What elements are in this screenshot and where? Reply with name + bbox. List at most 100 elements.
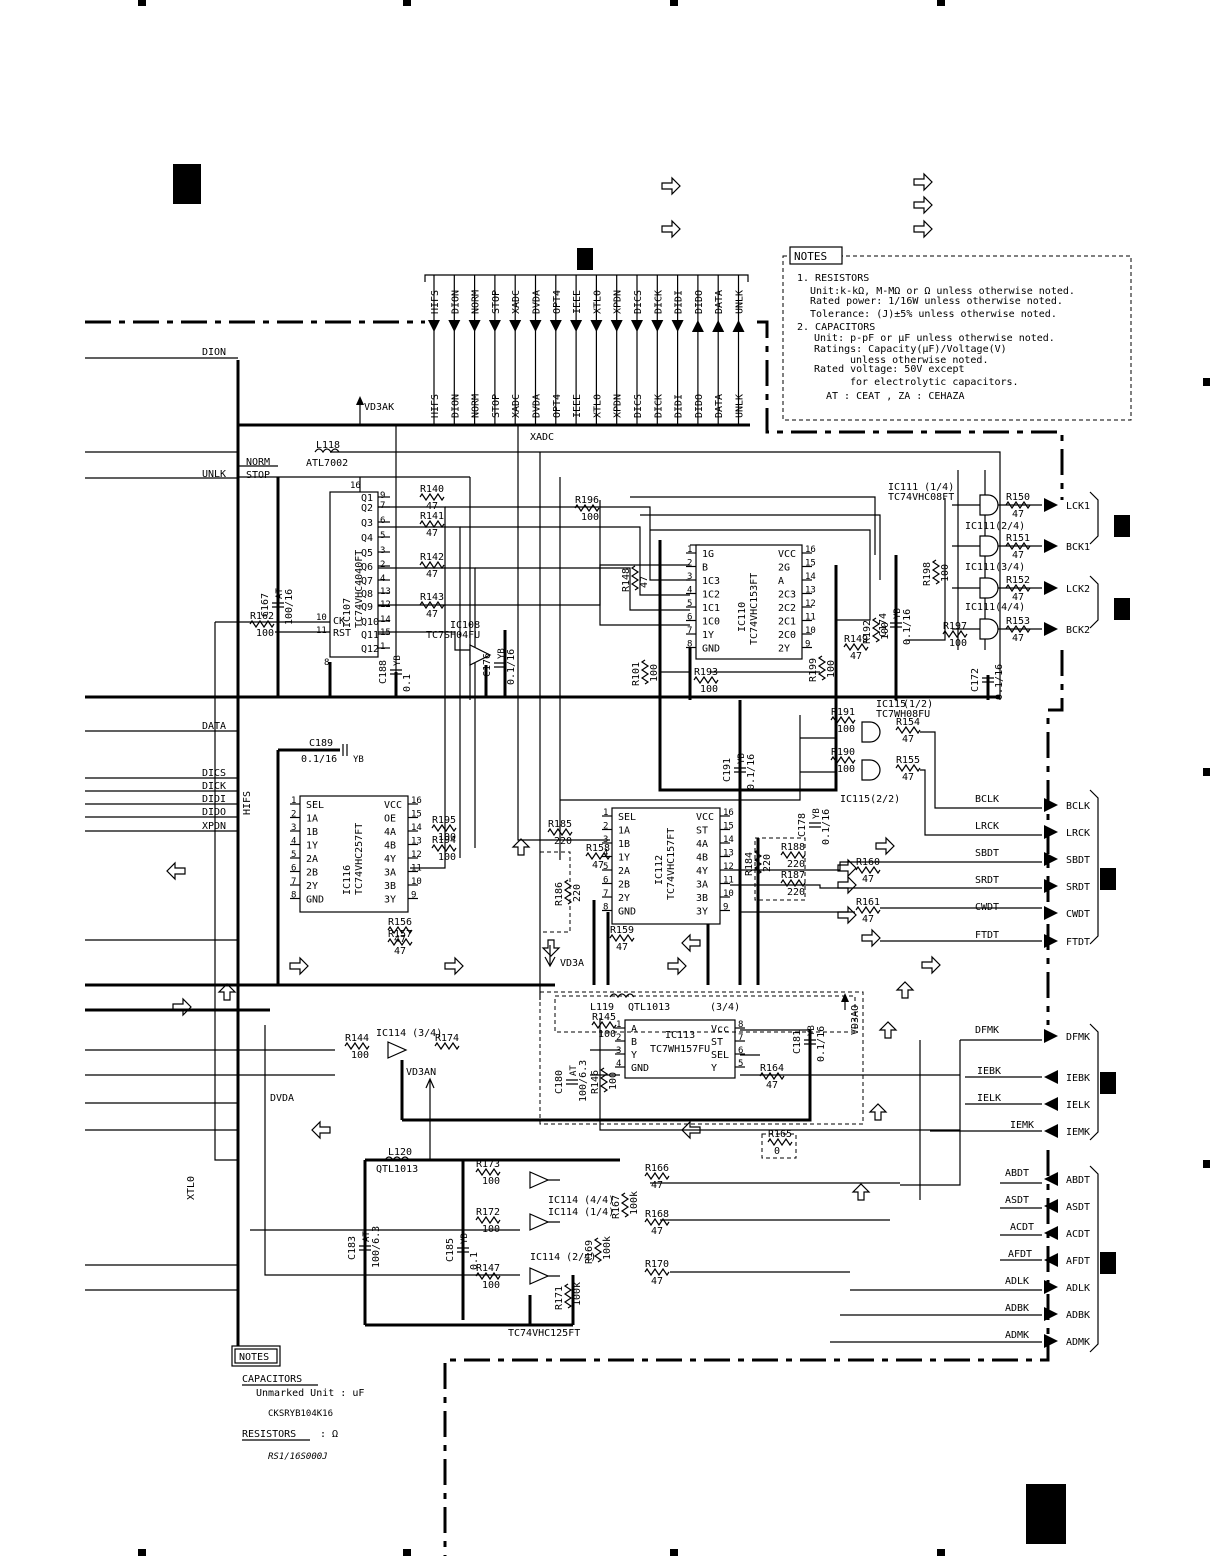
resistor-symbol	[1005, 541, 1031, 551]
notes-line: Rated power: 1/16W unless otherwise note…	[810, 296, 1063, 307]
resistor-symbol	[640, 659, 650, 685]
ic-pin-number: 3	[687, 572, 692, 582]
signal-label: IELK	[977, 1093, 1001, 1104]
resistor-ref: R147	[476, 1263, 500, 1274]
ic-pin-label: 2C2	[778, 603, 796, 614]
resistor-ref: R172	[476, 1207, 500, 1218]
capacitor-type: YB	[393, 655, 403, 666]
connector-arrow	[529, 320, 542, 332]
svg-text:IC111(4/4): IC111(4/4)	[965, 602, 1025, 613]
signal-label: ADMK	[1005, 1330, 1029, 1341]
resistor-ref: R159	[610, 925, 634, 936]
ic-pin-number: 14	[411, 823, 422, 833]
ic-pin-number: 8	[291, 891, 296, 901]
resistor-symbol	[249, 619, 275, 629]
connector-pin-label: LRCK	[1066, 828, 1090, 839]
page-ref-arrows	[661, 172, 933, 239]
svg-text:L119: L119	[590, 1002, 614, 1013]
svg-text:RS1/16S000J: RS1/16S000J	[268, 1452, 328, 1462]
svg-text:TC7WH08FU: TC7WH08FU	[876, 709, 930, 720]
ic-pin-label: A	[778, 576, 784, 587]
ic-pin-label: GND	[631, 1063, 649, 1074]
ic-pin-label: GND	[702, 644, 720, 655]
connector-arrow	[1044, 1172, 1058, 1186]
svg-text:NOTES: NOTES	[239, 1352, 269, 1363]
ic-pin-number: 5	[687, 599, 692, 609]
ic-pin-number: 4	[687, 586, 692, 596]
capacitor-ref: C188	[378, 660, 389, 684]
ic-pin-number: 16	[805, 545, 816, 555]
resistor-value: 100	[351, 1050, 369, 1061]
connector-pin-label: ASDT	[1066, 1202, 1090, 1213]
svg-text:IC111(3/4): IC111(3/4)	[965, 562, 1025, 573]
connector-arrow	[1044, 906, 1058, 920]
ic-pin-label: Y	[631, 1050, 637, 1061]
connector-pin-label: XADC	[511, 290, 522, 314]
connector-pin-label: ABDT	[1066, 1175, 1090, 1186]
capacitor-ref: C176	[482, 653, 493, 677]
connector-pin-label: OPT4	[552, 290, 563, 314]
resistor-ref: R171	[554, 1286, 565, 1310]
resistor-symbol	[759, 1071, 785, 1081]
ic-pin-label: 2Y	[618, 893, 630, 904]
capacitor-value: 100/6.3	[371, 1226, 382, 1268]
ic-pin-number: 16	[350, 481, 361, 491]
resistor-ref: R143	[420, 592, 444, 603]
ic-pin-number: 5	[603, 862, 608, 872]
resistor-value: 47	[651, 1180, 663, 1191]
resistor-ref: R196	[575, 495, 599, 506]
connector-arrow	[1044, 1070, 1058, 1084]
resistor-value: 100	[482, 1224, 500, 1235]
svg-text:VD3A: VD3A	[560, 958, 584, 969]
capacitor-value: 0.1/16	[902, 609, 913, 645]
ic-pin-label: 2C1	[778, 617, 796, 628]
capacitor-symbol	[566, 1079, 578, 1085]
resistor-symbol	[753, 849, 763, 875]
ic-pin-label: SEL	[306, 800, 324, 811]
connector-arrow	[468, 320, 481, 332]
connector-arrow	[448, 320, 461, 332]
connector-arrow	[1044, 1226, 1058, 1240]
dashed-blocks: (3/4)	[539, 837, 864, 1159]
ic-pin-number: 6	[603, 876, 608, 886]
capacitor-symbol	[734, 767, 746, 773]
notes-line: Rated voltage: 50V except	[814, 364, 965, 375]
signal-label: CWDT	[975, 902, 999, 913]
resistor-ref: R140	[420, 484, 444, 495]
connector-pin-label: LCK2	[1066, 584, 1090, 595]
signal-label: DFMK	[975, 1025, 999, 1036]
notes-line: Unit: p-pF or μF unless otherwise noted.	[814, 333, 1055, 344]
index-block	[1026, 1484, 1066, 1544]
ic-pin-number: 1	[603, 808, 608, 818]
connector-arrow	[732, 320, 745, 332]
resistor-symbol	[387, 925, 413, 935]
ic-pin-label: Q8	[361, 589, 373, 600]
left-signal-lines: DION UNLK NORM STOP DATA DICS DICK DIDI …	[85, 347, 470, 1291]
resistor-value: 220	[554, 836, 572, 847]
resistor-ref: R165	[768, 1129, 792, 1140]
resistor-ref: R101	[631, 662, 642, 686]
ic-pin-number: 16	[723, 808, 734, 818]
ic-pin-label: VCC	[778, 549, 796, 560]
capacitor-type: YB	[353, 755, 364, 765]
signal-arrows	[166, 836, 941, 1201]
resistor-ref: R188	[781, 842, 805, 853]
resistor-symbol	[830, 715, 856, 725]
resistor-ref: R174	[435, 1033, 459, 1044]
resistor-ref: R156	[388, 917, 412, 928]
svg-text:IC116: IC116	[342, 865, 353, 895]
resistor-ref: R152	[1006, 575, 1030, 586]
capacitor-ref: C191	[722, 758, 733, 782]
ic-pin-number: 6	[687, 613, 692, 623]
connector-arrow	[1044, 852, 1058, 866]
svg-text:IC114 (4/4): IC114 (4/4)	[548, 1195, 614, 1206]
resistor-ref: R141	[420, 511, 444, 522]
top-connector: HIFSHIFSDIONDIONNORMNORMSTOPSTOPXADCXADC…	[424, 274, 749, 425]
ic-pin-label: 2B	[618, 880, 630, 891]
svg-text:XADC: XADC	[530, 432, 554, 443]
connector-pin-label: STOP	[491, 394, 502, 418]
resistor-ref: R166	[645, 1163, 669, 1174]
connector-pin-label: IELK	[1066, 1100, 1090, 1111]
ic-pin-number: 1	[291, 796, 296, 806]
